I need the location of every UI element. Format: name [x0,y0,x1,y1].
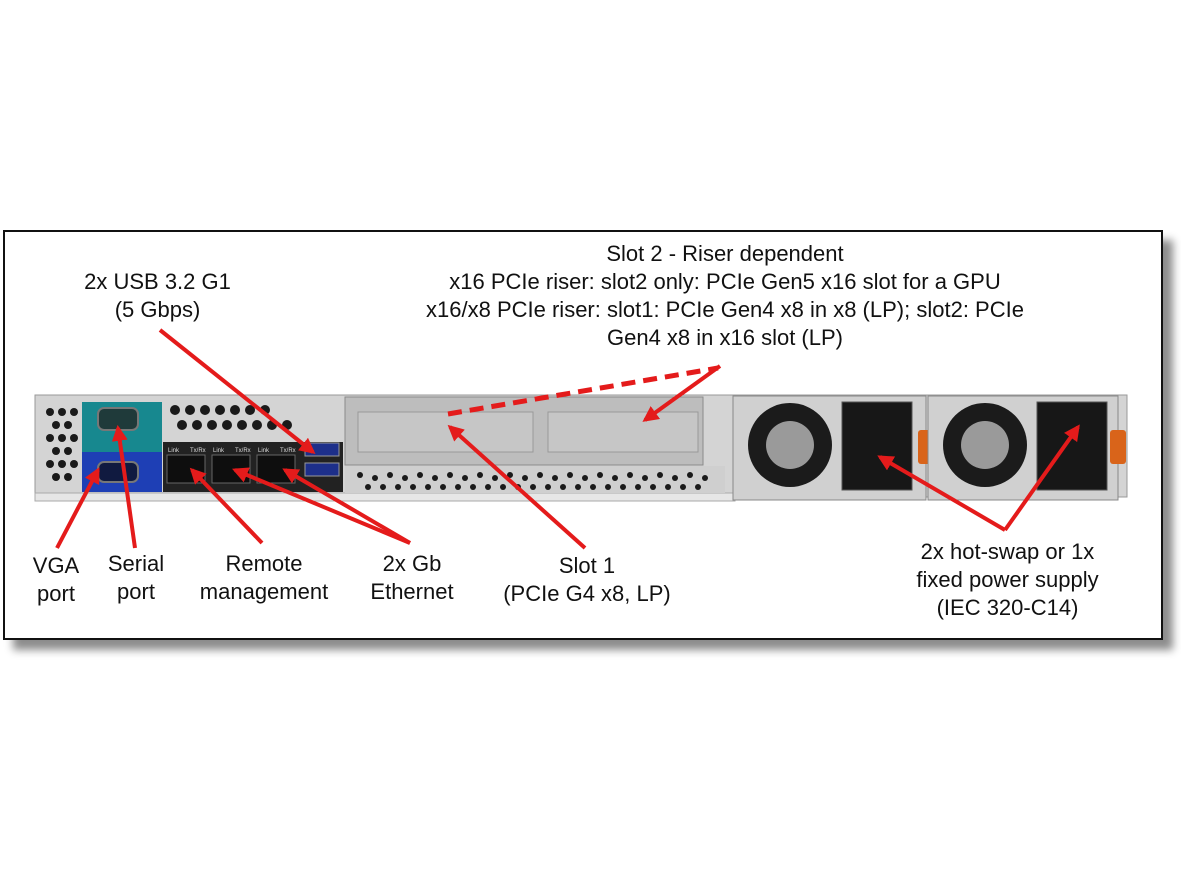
slot2-label-line: x16 PCIe riser: slot2 only: PCIe Gen5 x1… [449,269,1001,294]
port-txrx-label: Tx/Rx [190,448,206,454]
port-txrx-label: Tx/Rx [235,448,251,454]
psu-callout-arrow-1 [877,455,1007,532]
ethernet-callout-arrow-2 [282,468,412,545]
left-vent [46,408,78,481]
slot2-callout-arrow [642,364,722,422]
ethernet-label-line: Ethernet [370,579,454,604]
vga-label-line: VGA [32,553,80,578]
psu-label-line: (IEC 320-C14) [936,595,1079,620]
slot2-label: Slot 2 - Riser dependent x16 PCIe riser:… [360,240,1090,352]
usb-label-line: (5 Gbps) [114,297,201,322]
ethernet-label-line: 2x Gb [382,551,442,576]
port-link-label: Link [168,448,180,454]
slot-1-bracket[interactable] [357,411,534,453]
vga-label-line: port [37,581,75,606]
vga-callout-arrow [55,467,100,549]
remote-callout-arrow [189,467,264,545]
iec-c14-inlet[interactable] [841,401,913,491]
slot2-label-line: Slot 2 - Riser dependent [606,241,844,266]
slot1-label: Slot 1 (PCIe G4 x8, LP) [478,552,696,608]
power-supply-label: 2x hot-swap or 1x fixed power supply (IE… [890,538,1125,622]
psu-label-line: 2x hot-swap or 1x [920,539,1095,564]
slot-2-bracket[interactable] [547,411,699,453]
slot2-dashed-line [447,365,719,417]
iec-c14-inlet[interactable] [1036,401,1108,491]
port-link-label: Link [258,448,270,454]
serial-port[interactable] [97,407,139,431]
remote-label-line: management [199,579,329,604]
slot1-callout-arrow [447,424,587,550]
psu-callout-arrow-2 [1003,424,1080,532]
callout-arrows [55,328,1080,550]
usb-label-line: 2x USB 3.2 G1 [84,269,231,294]
usb-label: 2x USB 3.2 G1 (5 Gbps) [55,268,260,324]
serial-label: Serial port [98,550,174,606]
ethernet-port-2[interactable] [256,454,296,484]
power-supply-2[interactable] [927,395,1126,501]
vga-label: VGA port [20,552,92,608]
slot2-label-line: x16/x8 PCIe riser: slot1: PCIe Gen4 x8 i… [426,297,1024,322]
ethernet-callout-arrow-1 [232,467,411,545]
ethernet-port-1[interactable] [211,454,251,484]
vga-port[interactable] [97,461,139,483]
slot1-label-line: (PCIe G4 x8, LP) [503,581,671,606]
chassis-bottom-rail [34,492,736,502]
bottom-vent-holes [357,472,708,490]
serial-label-line: Serial [107,551,165,576]
serial-label-line: port [117,579,155,604]
slot2-label-line: Gen4 x8 in x16 slot (LP) [606,325,843,350]
remote-label-line: Remote [225,551,303,576]
slot1-label-line: Slot 1 [558,553,616,578]
port-txrx-label: Tx/Rx [280,448,296,454]
usb-callout-arrow [158,328,316,454]
psu-label-line: fixed power supply [916,567,1099,592]
serial-callout-arrow [111,424,137,549]
usb-port-2[interactable] [304,462,340,477]
remote-management-label: Remote management [185,550,343,606]
power-supply-1[interactable] [732,395,932,501]
port-link-label: Link [213,448,225,454]
ethernet-label: 2x Gb Ethernet [358,550,466,606]
